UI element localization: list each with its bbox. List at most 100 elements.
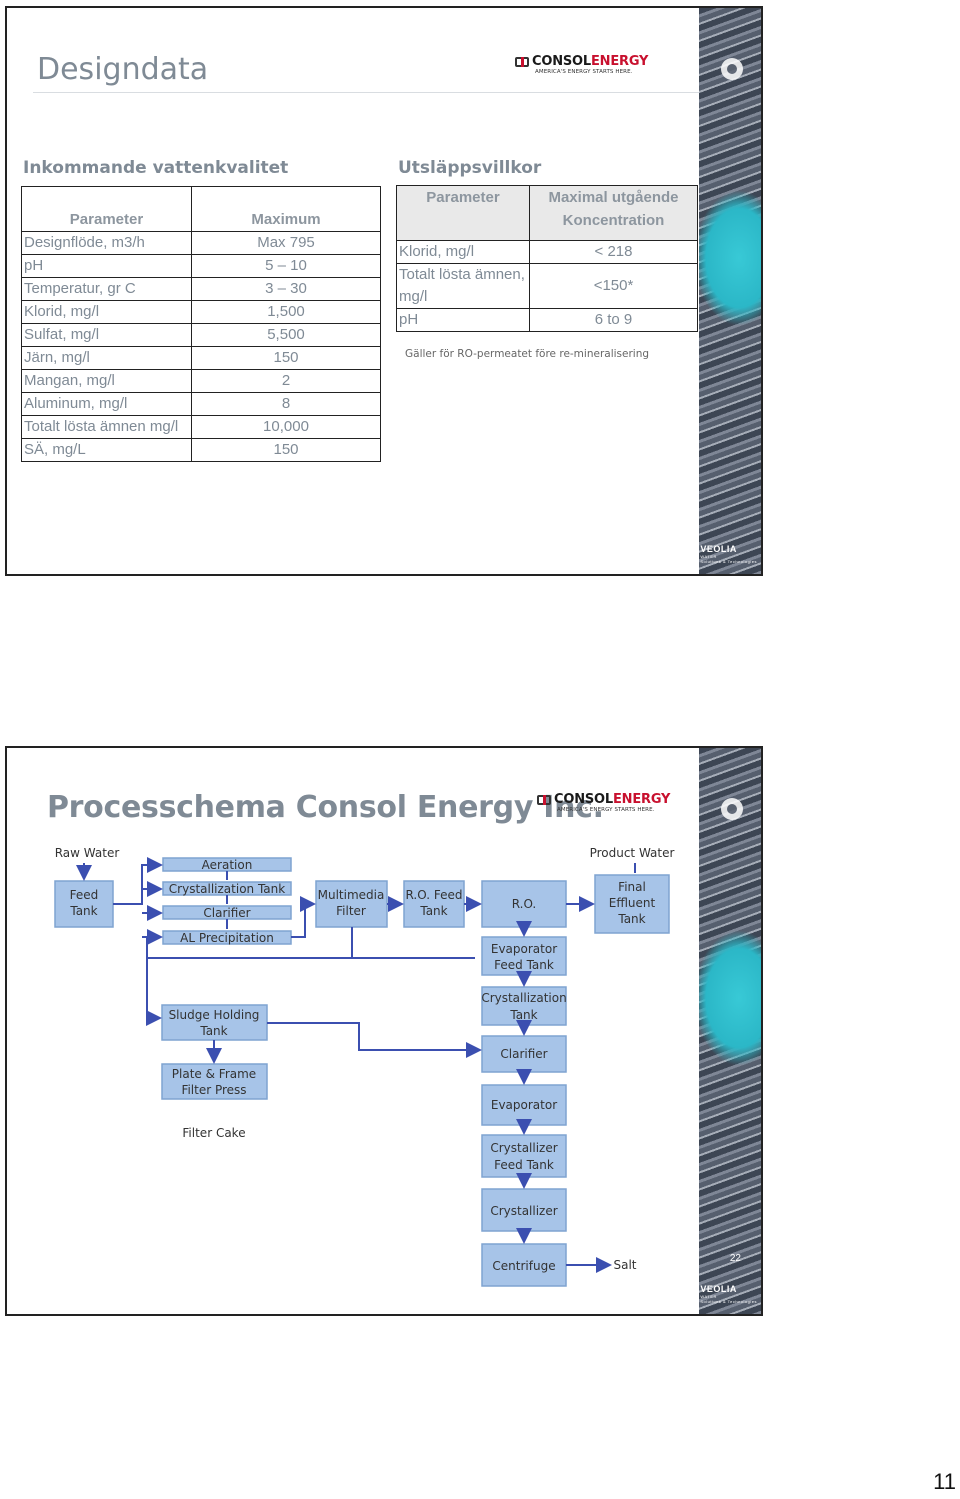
feed-tank-label: Tank [69, 904, 97, 918]
inflow-heading: Inkommande vattenkvalitet [23, 158, 289, 178]
value-cell: 3 – 30 [191, 277, 381, 301]
col-header-maximum: Maximum [191, 186, 381, 232]
crystallization-tank-label: Tank [509, 1008, 537, 1022]
crystallizer-feed-tank-label: Feed Tank [494, 1158, 554, 1172]
param-cell: Aluminum, mg/l [21, 392, 192, 416]
ro-feed-tank-label: Tank [419, 904, 447, 918]
centrifuge-box [481, 1243, 567, 1287]
value-cell: 2 [191, 369, 381, 393]
ro-feed-tank-label: R.O. Feed [406, 888, 463, 902]
value-cell: 10,000 [191, 415, 381, 439]
evaporator-label: Evaporator [491, 1098, 557, 1112]
footnote: Gäller för RO-permeatet före re-minerali… [405, 348, 650, 360]
consol-energy-logo: CONSOLENERGY AMERICA'S ENERGY STARTS HER… [537, 792, 670, 813]
centrifuge-label: Centrifuge [492, 1259, 555, 1273]
crystallization-tank-top-label: Crystallization Tank [169, 882, 285, 896]
value-cell: 150 [191, 438, 381, 462]
param-cell: Järn, mg/l [21, 346, 192, 370]
ro-feed-tank-box [403, 880, 465, 928]
consol-mark-icon [515, 56, 529, 67]
discharge-table: Parameter Maximal utgående Koncentration… [396, 185, 698, 332]
final-effluent-tank-box [594, 874, 670, 934]
slide-title: Processchema Consol Energy Inc. [47, 790, 604, 825]
multimedia-filter-box [315, 880, 388, 928]
table-row: Klorid, mg/l< 218 [396, 240, 698, 264]
filter-cake-label: Filter Cake [182, 1126, 245, 1140]
crystallization-tank-label: Crystallization [481, 991, 566, 1005]
value-cell: 5,500 [191, 323, 381, 347]
param-cell: SÄ, mg/L [21, 438, 192, 462]
title-rule [33, 92, 705, 93]
value-cell: 150 [191, 346, 381, 370]
col-header-parameter: Parameter [21, 186, 192, 232]
value-cell: 6 to 9 [529, 308, 698, 332]
slide-number: 22 [729, 1253, 741, 1264]
salt-label: Salt [613, 1258, 636, 1272]
value-cell: Max 795 [191, 231, 381, 255]
slide-title: Designdata [37, 52, 209, 87]
param-cell: Totalt lösta ämnen mg/l [21, 415, 192, 439]
value-cell: 8 [191, 392, 381, 416]
clarifier-top-label: Clarifier [203, 906, 250, 920]
crystallizer-label: Crystallizer [490, 1204, 557, 1218]
crystallizer-feed-tank-label: Crystallizer [490, 1141, 557, 1155]
clarifier-box [481, 1035, 567, 1073]
col-header-parameter: Parameter [396, 185, 530, 241]
crystallization-tank-box [481, 986, 567, 1026]
filter-press-label: Filter Press [181, 1083, 246, 1097]
veolia-emblem-icon [721, 58, 743, 80]
param-cell: Klorid, mg/l [396, 240, 530, 264]
feed-tank-box [54, 880, 114, 928]
consol-mark-icon [537, 794, 551, 805]
param-cell: Sulfat, mg/l [21, 323, 192, 347]
col-header-max-concentration: Maximal utgående Koncentration [529, 185, 698, 241]
param-cell: pH [396, 308, 530, 332]
value-cell: < 218 [529, 240, 698, 264]
veolia-emblem-icon [721, 798, 743, 820]
ro-box [481, 880, 567, 928]
multimedia-filter-label: Filter [336, 904, 366, 918]
filter-press-label: Plate & Frame [172, 1067, 256, 1081]
value-cell: 1,500 [191, 300, 381, 324]
discharge-heading: Utsläppsvillkor [398, 158, 542, 178]
multimedia-filter-label: Multimedia [318, 888, 385, 902]
process-flow-diagram: Raw Water Product Water Filter Cake Salt… [54, 846, 674, 1287]
final-effluent-label: Tank [617, 912, 645, 926]
al-precipitation-label: AL Precipitation [180, 931, 274, 945]
filter-press-box [161, 1063, 268, 1100]
sludge-holding-label: Tank [199, 1024, 227, 1038]
feed-tank-label: Feed [70, 888, 99, 902]
crystallizer-feed-tank-box [481, 1134, 567, 1178]
raw-water-label: Raw Water [55, 846, 120, 860]
param-cell: Mangan, mg/l [21, 369, 192, 393]
param-cell: Totalt lösta ämnen, mg/l [396, 263, 530, 309]
param-cell: pH [21, 254, 192, 278]
param-cell: Klorid, mg/l [21, 300, 192, 324]
slide-design-data: Designdata CONSOLENERGY AMERICA'S ENERGY… [5, 6, 763, 576]
ro-label: R.O. [512, 897, 537, 911]
final-effluent-label: Final [618, 880, 646, 894]
evaporator-feed-tank-label: Evaporator [491, 942, 557, 956]
clarifier-label: Clarifier [500, 1047, 547, 1061]
table-row: Totalt lösta ämnen, mg/l<150* [396, 263, 698, 309]
slide-process-schema: Processchema Consol Energy Inc. CONSOLEN… [5, 746, 763, 1316]
page-number: 11 [933, 1469, 956, 1494]
consol-energy-logo: CONSOLENERGY AMERICA'S ENERGY STARTS HER… [515, 54, 648, 75]
param-cell: Designflöde, m3/h [21, 231, 192, 255]
value-cell: 5 – 10 [191, 254, 381, 278]
